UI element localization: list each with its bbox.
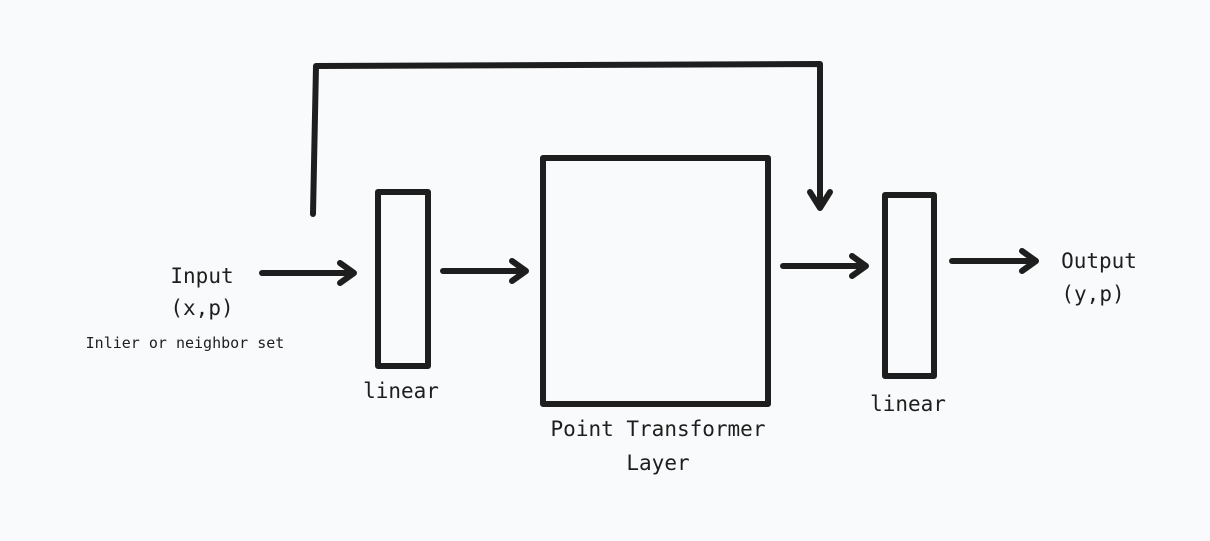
linear-out-label: linear	[870, 392, 946, 416]
transformer-label-line2: Layer	[626, 451, 689, 475]
point-transformer-block	[540, 155, 771, 407]
input-vars-label: (x,p)	[170, 296, 233, 320]
arrow-linear-to-output	[949, 248, 1039, 274]
arrow-input-to-linear	[259, 260, 357, 286]
linear-in-block	[375, 189, 431, 369]
input-label: Input	[170, 264, 233, 288]
arrow-linear-to-transformer	[440, 258, 529, 284]
input-note-label: Inlier or neighbor set	[86, 334, 285, 352]
skip-connection-arrow	[310, 61, 833, 217]
linear-out-block	[882, 192, 937, 379]
output-vars-label: (y,p)	[1061, 282, 1124, 306]
output-label: Output	[1061, 249, 1137, 273]
linear-in-label: linear	[363, 379, 439, 403]
arrow-transformer-to-linear	[780, 253, 869, 279]
transformer-label-line1: Point Transformer	[551, 417, 766, 441]
